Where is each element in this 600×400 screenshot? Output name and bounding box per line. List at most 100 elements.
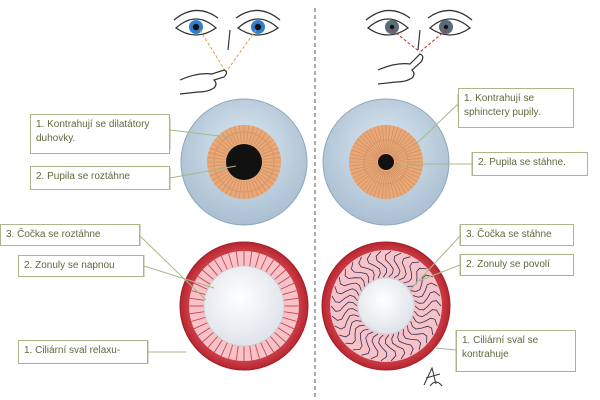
label-lens-expands: 3. Čočka se roztáhne xyxy=(0,224,140,246)
texture-line xyxy=(277,275,291,285)
texture-line xyxy=(392,167,416,186)
zonule-fiber xyxy=(407,267,427,287)
zonule-fiber xyxy=(330,301,358,312)
eyes-far-left xyxy=(173,9,281,95)
texture-line xyxy=(393,142,418,158)
texture-line xyxy=(392,138,416,157)
texture-line xyxy=(262,164,281,168)
texture-line xyxy=(387,170,395,199)
texture-line xyxy=(359,168,380,189)
zonule-fiber xyxy=(334,314,360,330)
zonule-fiber xyxy=(410,274,433,292)
zonule-fiber xyxy=(352,328,369,351)
texture-line xyxy=(362,168,381,192)
texture-line xyxy=(258,139,274,151)
texture-line xyxy=(354,142,379,158)
texture-line xyxy=(265,259,275,273)
label-zonules-tighten: 2. Zonuly se napnou xyxy=(18,255,144,277)
texture-line xyxy=(213,259,223,273)
texture-line xyxy=(202,269,215,281)
texture-line xyxy=(189,311,205,315)
zonule-fiber xyxy=(398,256,411,281)
zonule-fiber xyxy=(338,276,362,291)
zonule-fiber xyxy=(375,250,387,278)
eyes-near-right xyxy=(365,9,473,85)
label-ciliary-contracts: 1. Ciliární sval se kontrahuje xyxy=(456,330,576,372)
texture-line xyxy=(381,170,386,199)
label-dilators-contract: 1. Kontrahují se dilatátory duhovky. xyxy=(30,114,170,154)
texture-line xyxy=(229,179,237,197)
texture-line xyxy=(366,130,382,155)
texture-line xyxy=(211,143,228,153)
texture-line xyxy=(235,251,239,267)
signature-mark xyxy=(423,366,443,387)
texture-line xyxy=(388,127,399,154)
label-lens-contracts: 3. Čočka se stáhne xyxy=(460,224,574,246)
texture-line xyxy=(366,169,382,194)
texture-line xyxy=(359,135,380,156)
texture-line xyxy=(388,170,399,197)
zonule-fiber xyxy=(403,261,420,284)
zonule-fiber xyxy=(384,250,394,278)
texture-line xyxy=(249,251,253,267)
label-sphincters-contract: 1. Kontrahují se sphinctery pupily. xyxy=(458,88,574,128)
texture-line xyxy=(389,128,403,155)
texture-line xyxy=(386,170,391,199)
texture-line xyxy=(249,345,253,361)
texture-line xyxy=(193,322,208,330)
texture-line xyxy=(261,169,279,177)
zonule-fiber xyxy=(391,333,406,360)
texture-line xyxy=(391,168,410,192)
texture-line xyxy=(386,125,391,154)
texture-line xyxy=(228,344,234,359)
zonule-fiber xyxy=(414,300,442,311)
texture-line xyxy=(389,169,403,196)
label-pupil-dilates: 2. Pupila se roztáhne xyxy=(30,166,170,190)
texture-line xyxy=(220,255,228,270)
hand-pointing-icon xyxy=(179,69,228,95)
texture-line xyxy=(394,153,423,161)
texture-line xyxy=(393,165,420,179)
texture-line xyxy=(377,170,385,199)
texture-line xyxy=(349,157,378,162)
zonule-fiber xyxy=(361,331,374,356)
label-pupil-contracts: 2. Pupila se stáhne. xyxy=(472,152,588,176)
texture-line xyxy=(283,311,299,315)
texture-line xyxy=(369,128,383,155)
texture-line xyxy=(253,129,263,146)
texture-line xyxy=(261,147,279,155)
texture-line xyxy=(254,253,260,268)
texture-line xyxy=(262,166,280,172)
texture-line xyxy=(221,176,233,192)
texture-line xyxy=(207,264,219,277)
texture-line xyxy=(269,335,281,348)
lens-contracted xyxy=(321,241,451,371)
zonule-fiber xyxy=(397,331,414,356)
texture-line xyxy=(207,156,226,160)
texture-line xyxy=(362,132,381,156)
texture-line xyxy=(393,166,418,182)
texture-line xyxy=(207,335,219,348)
leader-lines-left xyxy=(139,118,237,364)
zonule-fiber xyxy=(331,308,358,321)
texture-line xyxy=(352,145,379,159)
texture-line xyxy=(391,132,410,156)
texture-line xyxy=(273,331,286,343)
texture-line xyxy=(214,139,230,151)
texture-line xyxy=(390,169,406,194)
texture-line xyxy=(354,166,379,182)
zonule-fiber xyxy=(410,321,434,336)
texture-line xyxy=(349,162,378,167)
texture-line xyxy=(238,180,242,199)
texture-line xyxy=(254,344,260,359)
texture-line xyxy=(381,125,386,154)
label-ciliary-relaxes: 1. Ciliární sval relaxu- xyxy=(18,340,148,364)
texture-line xyxy=(394,163,423,171)
texture-line xyxy=(255,176,267,192)
texture-line xyxy=(202,331,215,343)
lens-relaxed xyxy=(179,241,309,371)
zonule-fiber xyxy=(407,325,428,344)
texture-line xyxy=(234,180,240,198)
eye-icon xyxy=(365,9,411,36)
texture-line xyxy=(235,345,239,361)
